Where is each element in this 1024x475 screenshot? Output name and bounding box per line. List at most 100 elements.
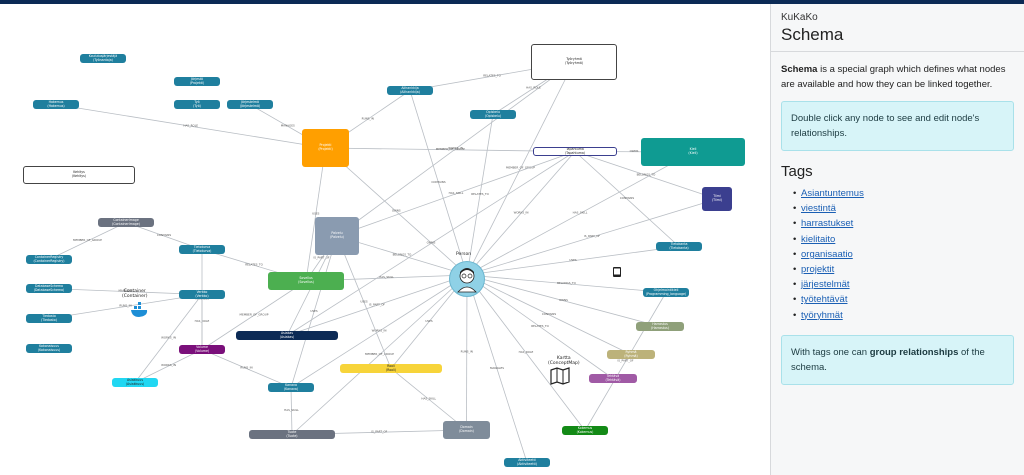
node-type: (Projekti) <box>318 147 333 151</box>
schema-node[interactable]: Sovellus(Sovellus) <box>268 272 344 290</box>
schema-node[interactable]: Asiakkuus(Asiakkuus) <box>112 378 158 387</box>
graph-edge <box>574 151 718 200</box>
schema-node[interactable]: Hakemus(Hakemus) <box>33 100 79 109</box>
node-label: Kanava <box>285 383 297 387</box>
edge-label: OWNS <box>630 149 639 153</box>
node-type: (Kanava) <box>283 386 299 391</box>
edge-label: OWNS <box>427 241 436 245</box>
schema-node[interactable]: Tapahtuma(Tapahtuma) <box>533 147 617 156</box>
tag-link[interactable]: harrastukset <box>801 218 854 230</box>
schema-node[interactable]: DatabaseSchema(DatabaseSchema) <box>26 284 72 293</box>
graph-edge <box>584 292 667 431</box>
tag-link[interactable]: kielitaito <box>801 233 836 245</box>
node-type: (Kokemus) <box>576 429 594 434</box>
map-icon[interactable] <box>550 367 570 385</box>
tag-link[interactable]: työtehtävät <box>801 294 848 306</box>
schema-node[interactable]: Palvelu(Palvelu) <box>315 217 359 255</box>
schema-node[interactable]: Tiimi(Tiimi) <box>702 187 732 211</box>
tag-link[interactable]: viestintä <box>801 203 836 215</box>
schema-node[interactable]: Harrastus(Harrastus) <box>636 322 684 331</box>
graph-edge <box>466 274 528 463</box>
node-label: ContainerImage <box>113 218 139 222</box>
graph-edge <box>466 274 586 431</box>
schema-node[interactable]: Verkko(Verkko) <box>179 290 225 299</box>
schema-node[interactable]: Domain(Domain) <box>443 421 490 439</box>
edge-label: MEMBER_OF_GROUP <box>365 352 394 356</box>
schema-node[interactable]: Kokemus(Kokemus) <box>562 426 608 435</box>
edge-label: HAS_ROLE <box>183 123 198 127</box>
container-sublabel: (Container) <box>122 294 148 299</box>
edge-label: MEMBER_OF_GROUP <box>73 238 102 242</box>
node-type: (DatabaseSchema) <box>33 287 65 292</box>
schema-node[interactable]: Tiedosto(Tiedosto) <box>26 314 72 323</box>
edge-label: HAS_SKILL <box>449 191 464 195</box>
node-label: Koulutusjärjestäjä <box>88 54 118 58</box>
node-type: (Alihankkija) <box>400 89 420 94</box>
node-label: Kieli <box>689 147 697 152</box>
schema-node[interactable]: Tietokanta(Tietokanta) <box>656 242 702 251</box>
schema-node[interactable]: Tehtävä(Tehtävä) <box>589 374 637 383</box>
graph-edge <box>291 274 468 435</box>
schema-node[interactable]: Ryhmä(Ryhmä) <box>607 350 655 359</box>
node-label: Tehtävä <box>606 374 620 378</box>
graph-edge <box>466 151 694 276</box>
node-type: (Tehtävä) <box>605 377 621 382</box>
schema-node[interactable]: Työ(Työ) <box>174 100 220 109</box>
schema-node[interactable]: Järjestelmä(Järjestelmä) <box>227 100 273 109</box>
node-type: (Tietoturva) <box>192 248 212 253</box>
schema-node[interactable]: Kehitys(Kehitys) <box>23 166 135 184</box>
person-node-avatar[interactable] <box>449 261 485 297</box>
graph-edge <box>466 274 614 379</box>
node-type: (Programming_language) <box>645 291 687 296</box>
side-panel: KuKaKo Schema Schema is a special graph … <box>770 4 1024 475</box>
schema-node[interactable]: ContainerRegistry(ContainerRegistry) <box>26 255 72 264</box>
tags-list: Asiantuntemus viestintä harrastukset kielit… <box>781 186 1014 323</box>
tag-link[interactable]: Asiantuntemus <box>801 188 864 199</box>
schema-node[interactable]: Tuote(Tuote) <box>249 430 335 439</box>
tag-link[interactable]: järjestelmät <box>801 279 850 291</box>
edge-label: USES <box>569 258 577 262</box>
docker-icon[interactable] <box>130 302 150 318</box>
schema-node[interactable]: Työryhmä(Työryhmä) <box>531 44 617 80</box>
schema-node[interactable]: Kanava(Kanava) <box>268 383 314 392</box>
edge-label: MEMBER_OF_GROUP <box>240 312 269 316</box>
graph-edge <box>466 198 718 276</box>
tag-link[interactable]: työryhmät <box>801 309 843 321</box>
schema-node[interactable]: Aktiviteetti(Aktiviteetti) <box>504 458 550 467</box>
edge-label: MEMBER_OF_GROUP <box>436 147 465 151</box>
schema-node[interactable]: Ohjelmointikieli(Programming_language) <box>643 288 689 297</box>
node-type: (Domain) <box>459 429 474 433</box>
graph-edge <box>466 274 667 293</box>
node-label: Tiimi <box>713 194 721 199</box>
schema-node[interactable]: Koulutusjärjestäjä(Työnantaja) <box>80 54 126 63</box>
edge-label: CONTAINS <box>620 196 635 200</box>
schema-node[interactable]: Tietoturva(Tietoturva) <box>179 245 225 254</box>
schema-node[interactable]: ContainerImage(ContainerImage) <box>98 218 154 227</box>
graph-edge <box>290 387 293 435</box>
schema-node[interactable]: Rooli(Rooli) <box>340 364 442 373</box>
schema-node[interactable]: Projekti(Projekti) <box>302 129 349 167</box>
tag-item: kielitaito <box>793 232 1014 247</box>
node-label: Työryhmä <box>566 57 582 62</box>
node-label: Tietokanta <box>670 242 688 246</box>
schema-node[interactable]: Alihankkija(Alihankkija) <box>387 86 433 95</box>
tag-link[interactable]: organisaatio <box>801 248 853 260</box>
schema-node[interactable]: Asiakas(Asiakas) <box>236 331 338 340</box>
schema-node[interactable]: Opiskelu(Opiskelu) <box>470 110 516 119</box>
graph-edge <box>201 349 292 388</box>
edge-label: HAS_SKILL <box>573 211 588 215</box>
device-icon[interactable] <box>612 266 622 278</box>
schema-node[interactable]: Kieli(Kieli) <box>641 138 745 166</box>
node-label: Volume <box>196 345 208 349</box>
schema-node[interactable]: Kokonaisuus(Kokonaisuus) <box>26 344 72 353</box>
node-type: (Järjestelmä) <box>239 103 261 108</box>
graph-edge <box>290 274 468 388</box>
node-label: Asiakas <box>280 331 294 335</box>
schema-node[interactable]: Järjestö(Projekti) <box>174 77 220 86</box>
tag-link[interactable]: projektit <box>801 264 835 276</box>
node-type: (Työ) <box>193 103 201 108</box>
schema-node[interactable]: Volume(Volume) <box>179 345 225 354</box>
node-label: Harrastus <box>652 322 668 326</box>
